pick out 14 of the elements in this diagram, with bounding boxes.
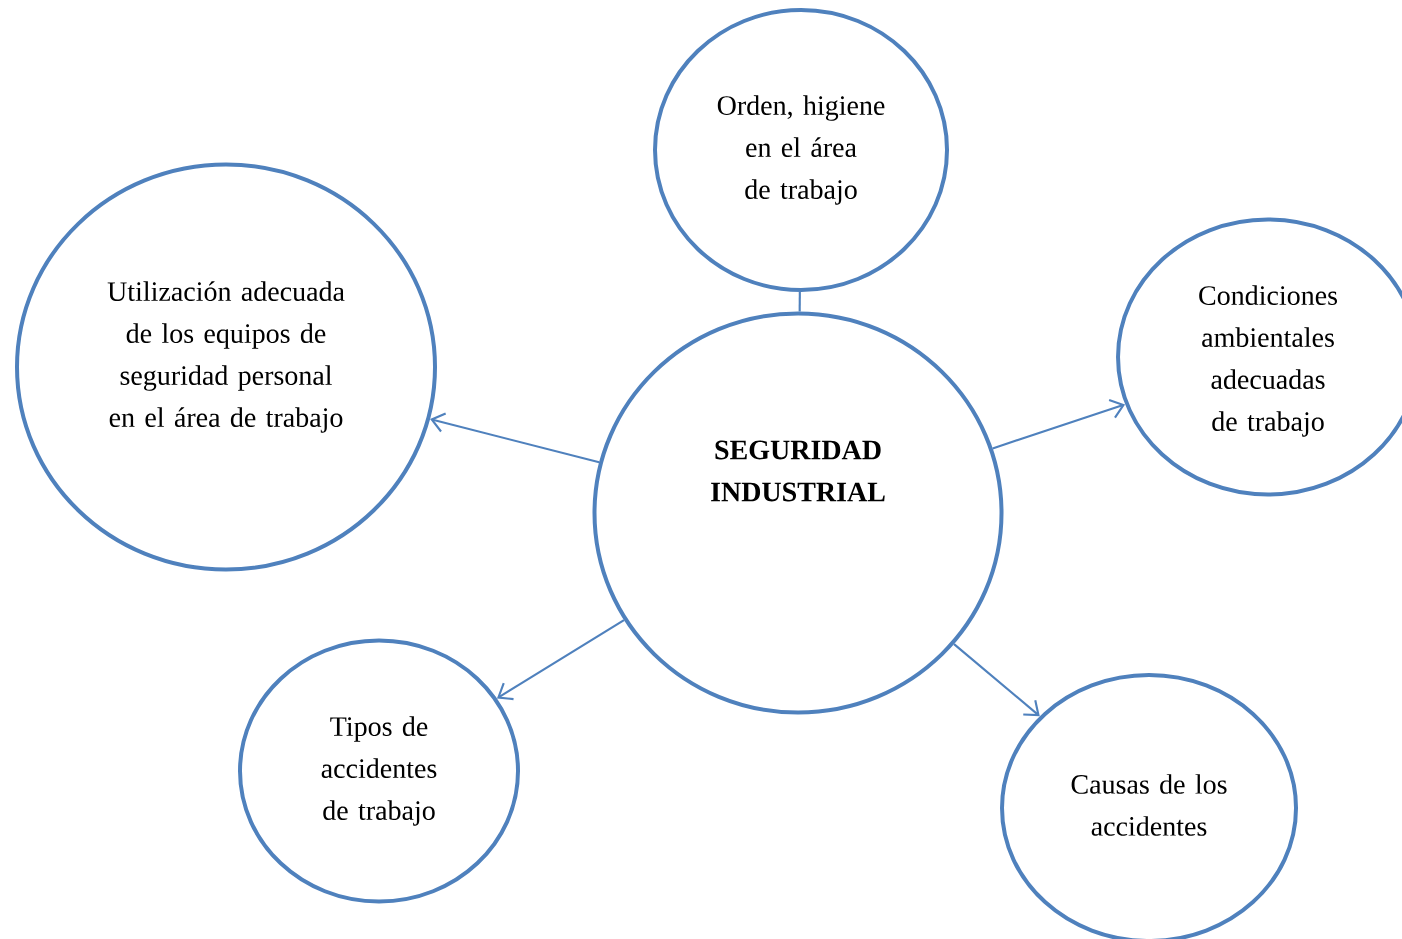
circle-node xyxy=(15,162,437,572)
arrow xyxy=(496,619,625,701)
node-text: Condiciones ambientales adecuadas de trabajo xyxy=(1199,285,1337,437)
arrow xyxy=(953,643,1040,717)
circle-node xyxy=(653,8,949,292)
arrow xyxy=(430,412,600,464)
circle-node xyxy=(238,638,520,904)
circle-node xyxy=(592,311,1004,715)
node-text: Tipos de accidentes de trabajo xyxy=(321,716,437,826)
node-text: Causas de los accidentes xyxy=(1071,774,1227,836)
node-text: Utilización adecuada de los equipos de seguridad personal en el área de trabajo xyxy=(107,281,345,433)
arrow xyxy=(992,398,1126,450)
node-text: Orden, higiene en el área de trabajo xyxy=(717,95,885,205)
node-text: SEGURIDAD INDUSTRIAL xyxy=(711,440,885,502)
